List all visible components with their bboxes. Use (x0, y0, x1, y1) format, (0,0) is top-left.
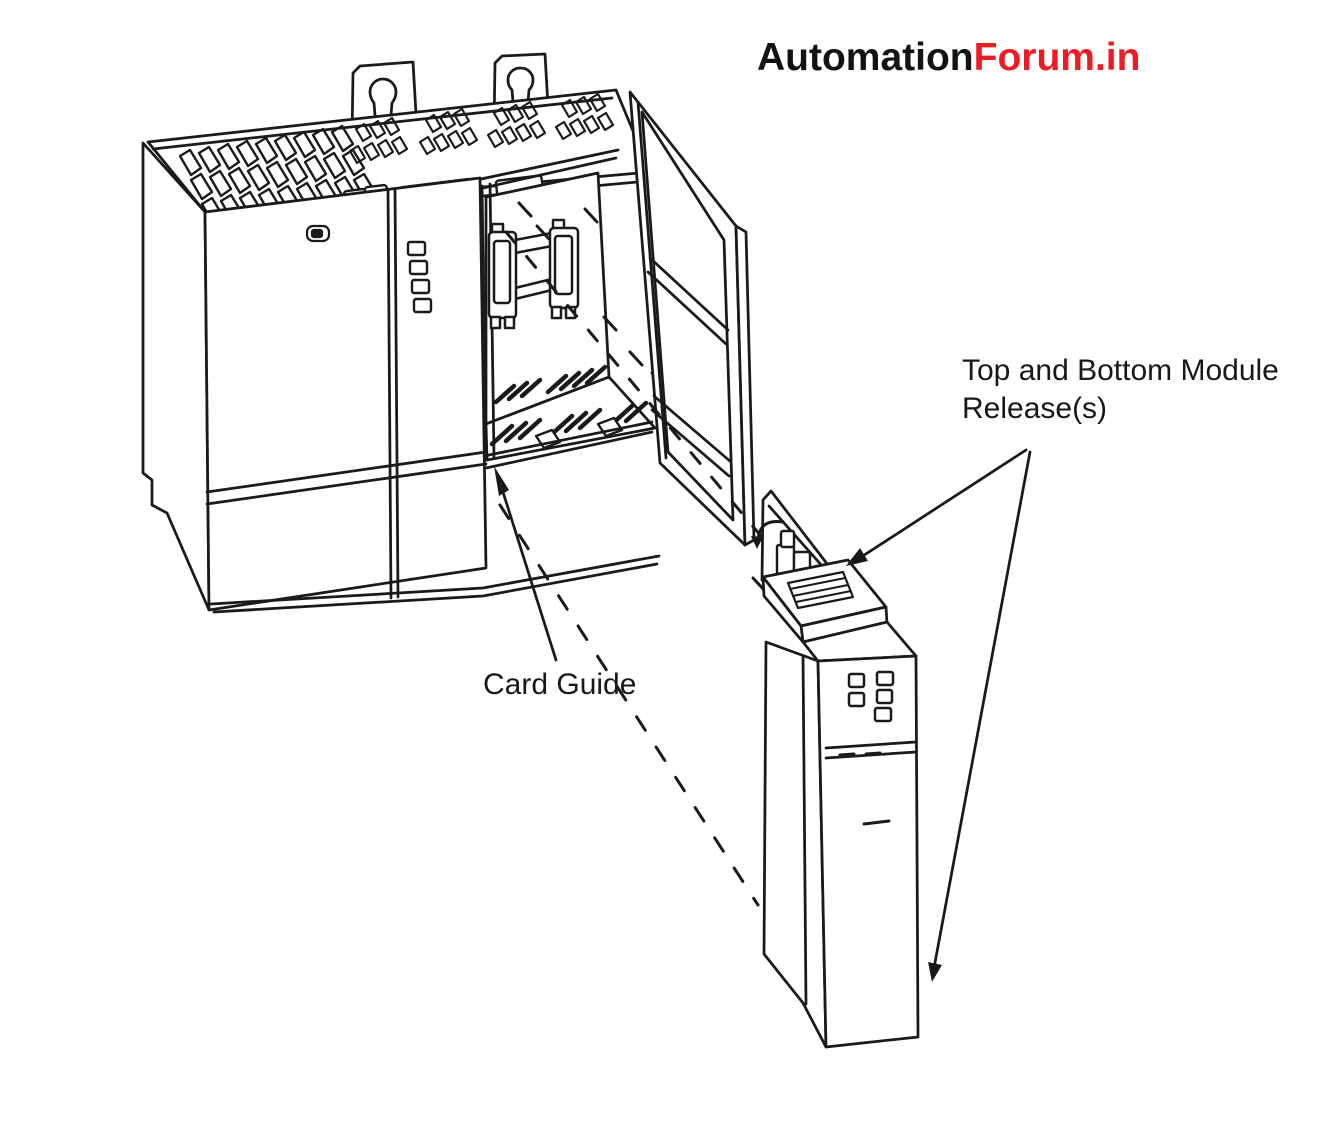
backplane-connectors (487, 218, 580, 330)
insertion-guide-dashes (498, 230, 768, 907)
module-body (762, 620, 920, 1049)
chassis-door (628, 90, 756, 547)
power-switch (305, 224, 331, 243)
module-release-top (761, 558, 889, 644)
front-seam-upper (205, 450, 488, 494)
release-arrow-bottom-head (928, 962, 942, 982)
door-hinge-edge (636, 100, 668, 460)
module-left-side (762, 640, 828, 1049)
module-release-label: Top and Bottom Module Release(s) (962, 354, 1279, 426)
card-guide-leader (494, 466, 558, 662)
release-arrow-top (846, 448, 1028, 566)
brand-logo: AutomationForum.in (757, 36, 1140, 80)
chassis (141, 88, 767, 614)
door-inner-frame (640, 110, 735, 522)
ps-cpu-divider (386, 189, 393, 600)
callouts (494, 448, 1032, 982)
module-seam-upper (824, 740, 918, 750)
chassis-left-side (141, 141, 211, 612)
brand-logo-black-part: Automation (757, 36, 974, 79)
press-direction-arrow (751, 519, 785, 549)
release-arrow-bottom (928, 450, 1032, 982)
processor-status-leds (406, 240, 433, 314)
io-module (751, 489, 920, 1049)
card-guide-label: Card Guide (483, 668, 637, 701)
front-seam-lower (205, 462, 488, 506)
module-front-face (816, 654, 920, 1049)
card-guide-pointer (494, 466, 509, 496)
open-slot-interior (479, 148, 767, 593)
brand-logo-red-part: Forum.in (973, 36, 1141, 79)
release-arrow-top-head (846, 548, 868, 566)
chassis-bottom-band (209, 420, 661, 614)
door-cross-rails (646, 256, 733, 478)
chassis-front-face (203, 176, 488, 612)
module-status-leds (847, 670, 895, 723)
